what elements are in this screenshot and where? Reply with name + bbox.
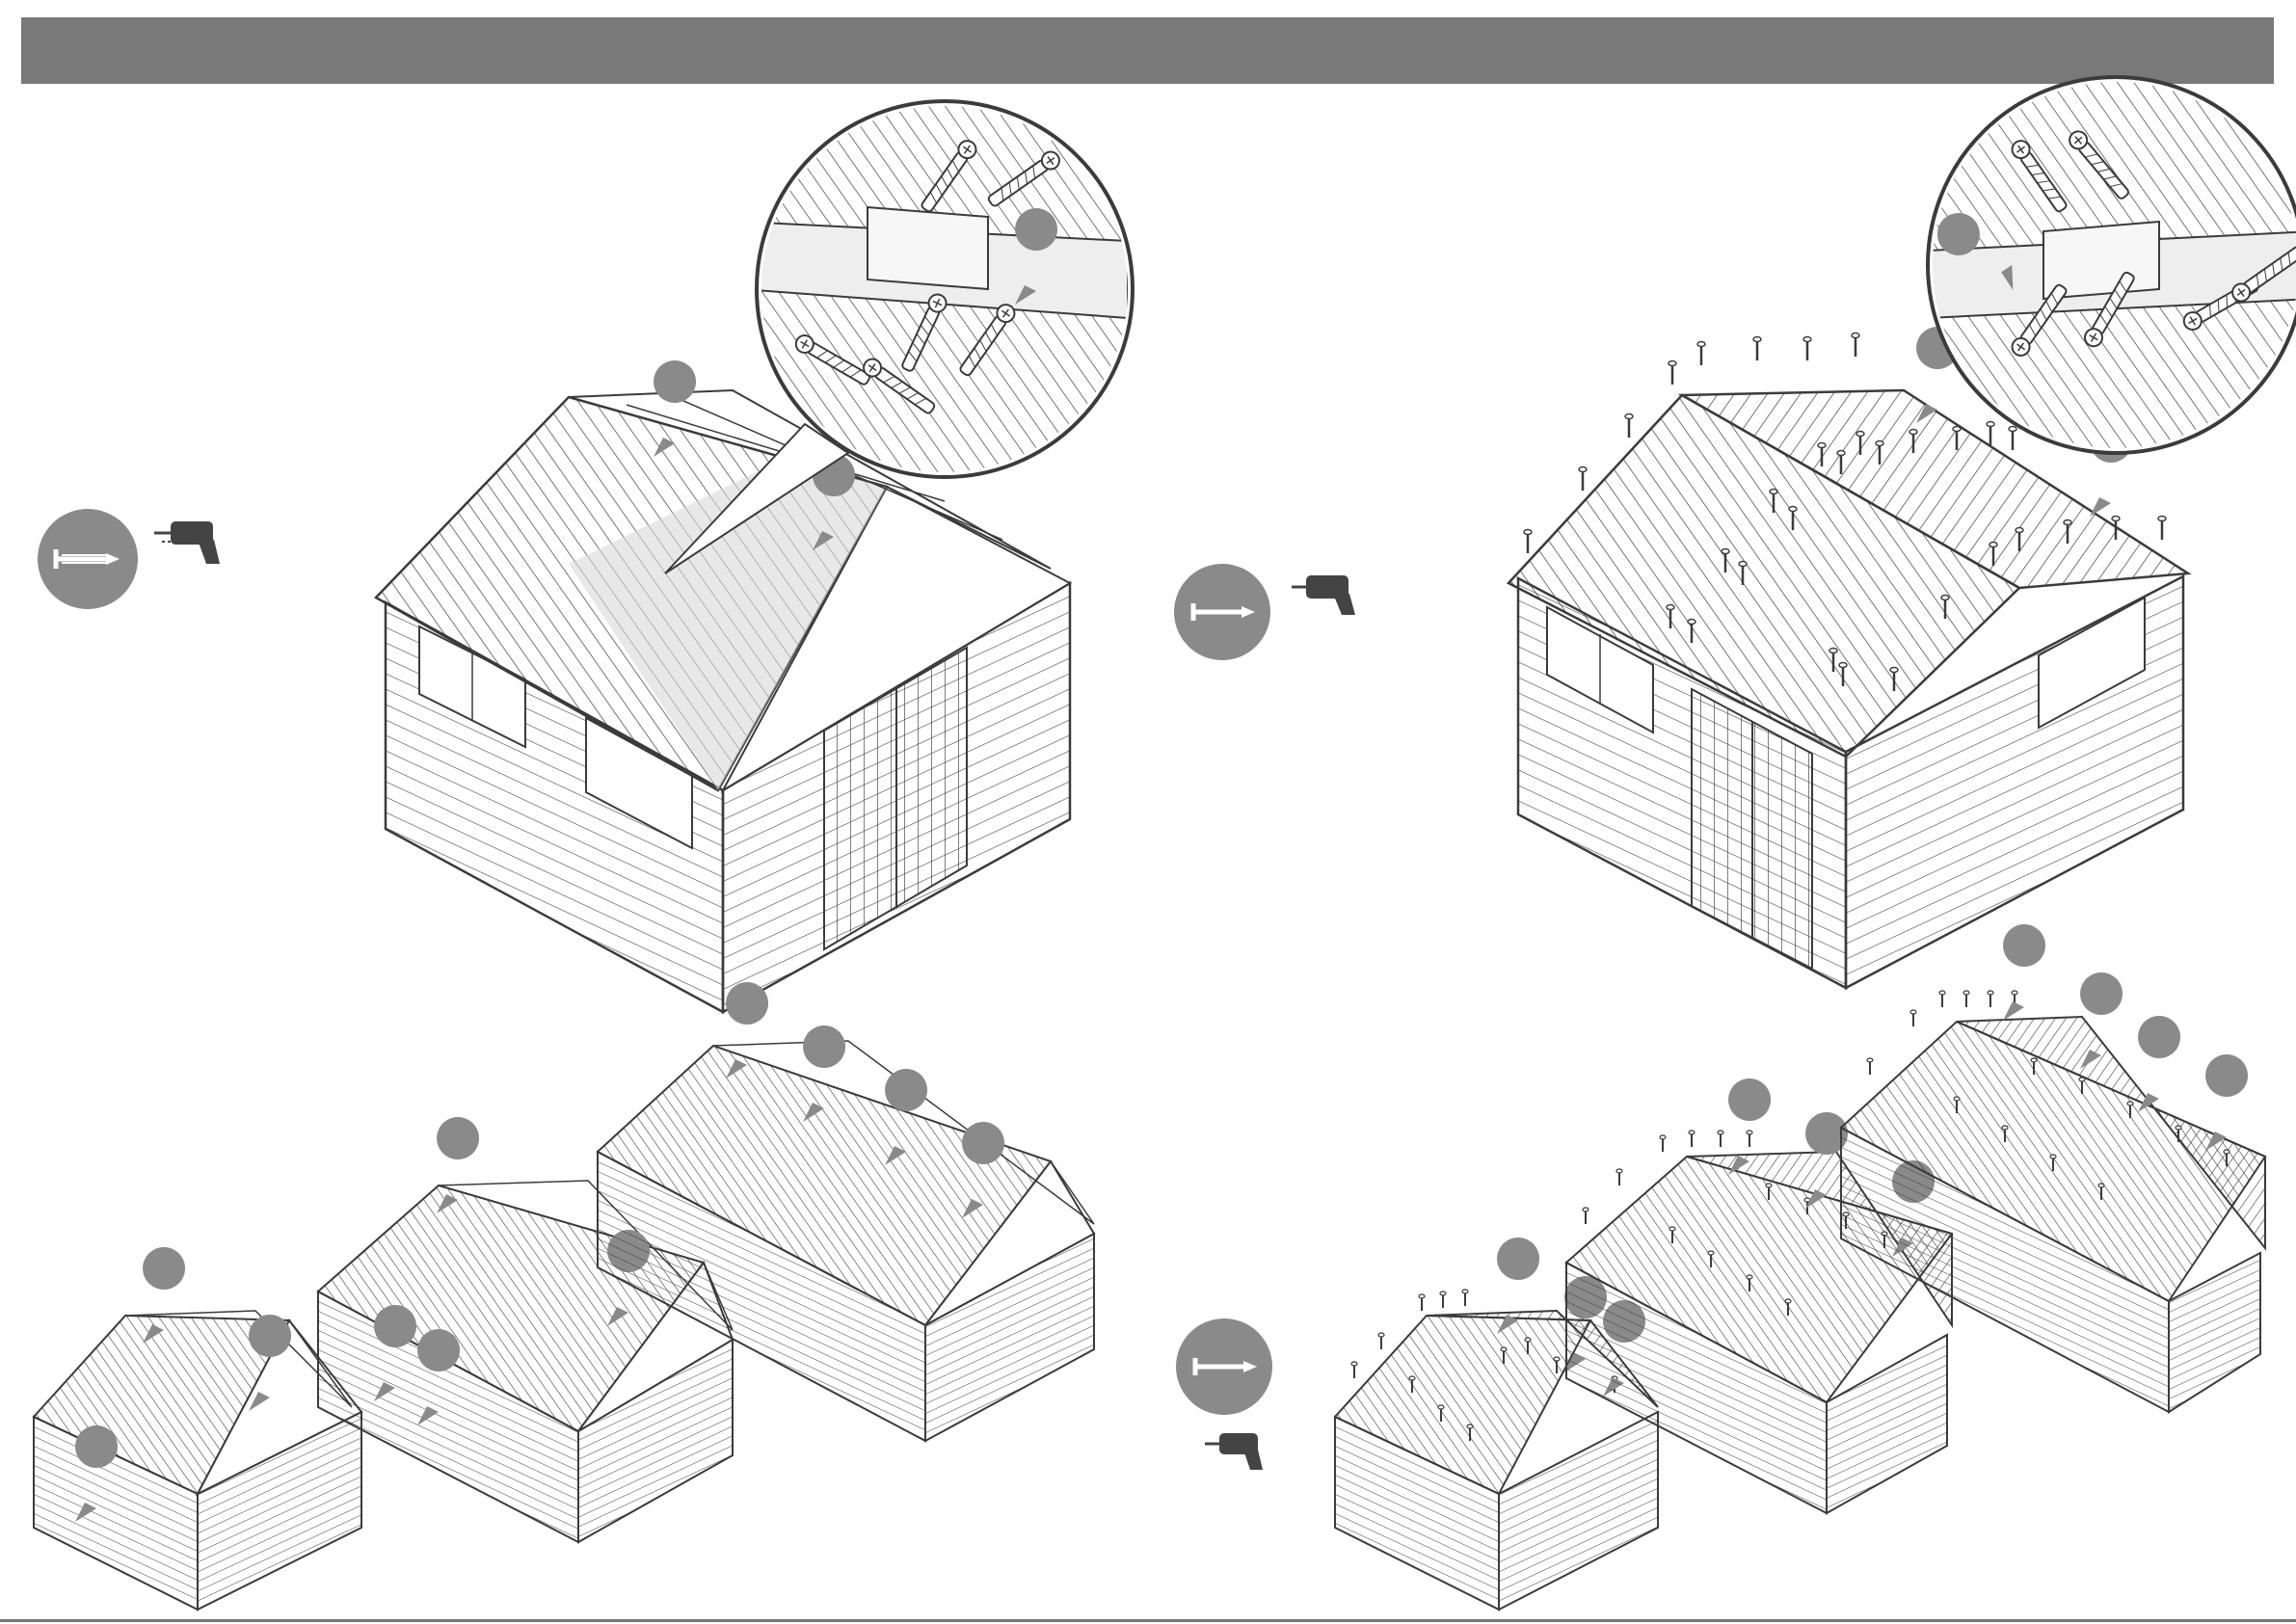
screw-icon-bottom bbox=[1176, 1318, 1272, 1415]
power-drill-icon-bottom bbox=[1205, 1433, 1263, 1470]
power-drill-icon bbox=[154, 521, 220, 564]
step-left bbox=[34, 96, 1133, 1610]
screw-icon bbox=[38, 509, 138, 609]
three-shed-size-variants bbox=[34, 982, 1094, 1610]
power-drill-icon-right bbox=[1292, 575, 1355, 615]
detail-magnifier-ridge-screws bbox=[742, 96, 1133, 482]
step-right bbox=[1174, 77, 2296, 1610]
bottom-rule bbox=[0, 1619, 2296, 1622]
screw-icon-right bbox=[1174, 564, 1270, 660]
detail-magnifier-right bbox=[1928, 77, 2296, 463]
three-shed-size-variants-with-screws bbox=[1335, 924, 2265, 1610]
